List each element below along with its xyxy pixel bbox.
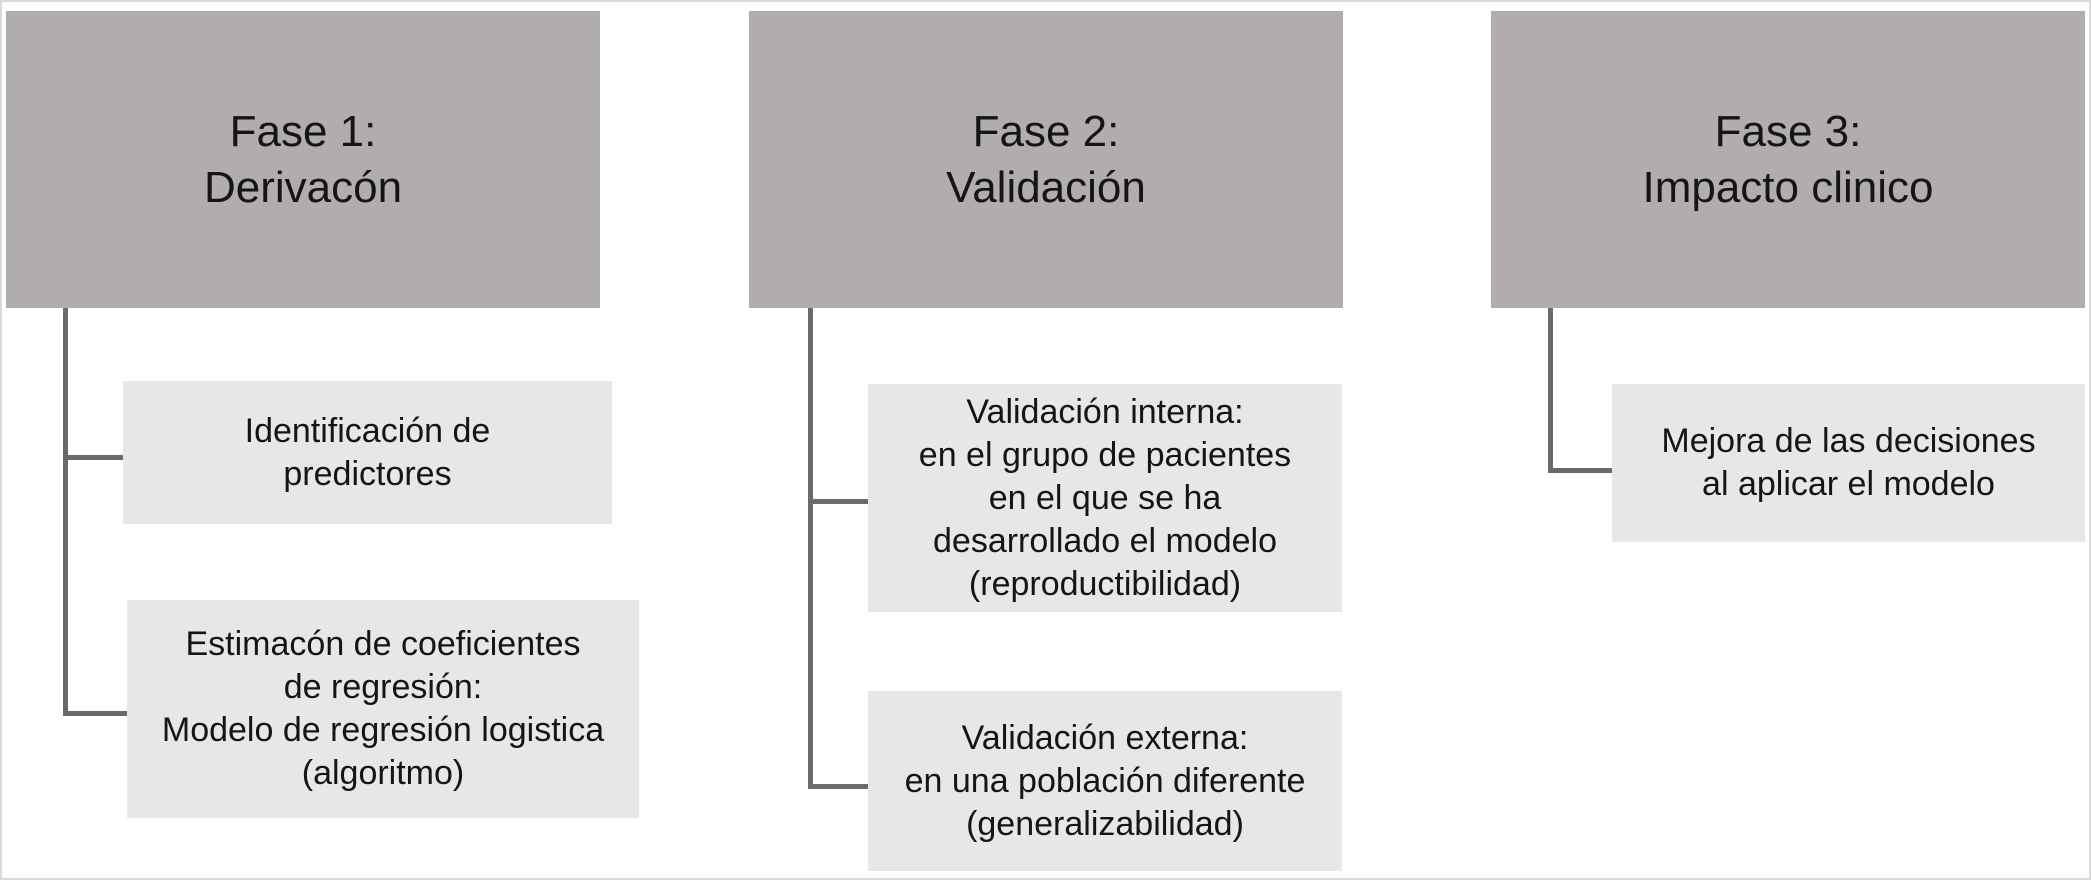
phase-1-connector-branch-1 bbox=[63, 455, 123, 460]
phase-1-header: Fase 1: Derivacón bbox=[6, 11, 600, 308]
phase-2-connector-trunk bbox=[808, 308, 813, 789]
item-text-line: en una población diferente bbox=[904, 761, 1306, 800]
phase-1-item-predictors: Identificación de predictores bbox=[123, 381, 612, 524]
phase-2-header: Fase 2: Validación bbox=[749, 11, 1343, 308]
item-text-line: en el grupo de pacientes bbox=[918, 435, 1292, 474]
item-text-line: (reproductibilidad) bbox=[968, 564, 1242, 603]
item-text-line: de regresión: bbox=[283, 668, 483, 706]
phase-3-number: Fase 3: bbox=[1714, 106, 1862, 156]
phase-2-title: Validación bbox=[946, 162, 1146, 212]
phase-3-title: Impacto clinico bbox=[1642, 162, 1934, 212]
phase-2-connector-branch-1 bbox=[808, 499, 868, 504]
item-text-line: predictores bbox=[283, 454, 452, 493]
item-text-line: en el que se ha bbox=[988, 478, 1222, 517]
item-text-line: Modelo de regresión logistica bbox=[161, 711, 605, 749]
phase-3-item-decisions: Mejora de las decisiones al aplicar el m… bbox=[1612, 384, 2085, 542]
item-text-line: al aplicar el modelo bbox=[1702, 465, 1995, 503]
phase-2-connector-branch-2 bbox=[808, 784, 868, 789]
phase-2-number: Fase 2: bbox=[972, 106, 1120, 156]
phase-1-connector-branch-2 bbox=[63, 711, 127, 716]
phase-1-title: Derivacón bbox=[203, 162, 403, 212]
phase-2-item-external-validation: Validación externa: en una población dif… bbox=[868, 691, 1342, 871]
phase-1-number: Fase 1: bbox=[229, 106, 377, 156]
item-text-line: desarrollado el modelo bbox=[933, 521, 1277, 560]
phase-3-connector-branch-1 bbox=[1548, 468, 1612, 473]
phase-3-header: Fase 3: Impacto clinico bbox=[1491, 11, 2085, 308]
phase-3-connector-trunk bbox=[1548, 308, 1553, 473]
item-text-line: Validación externa: bbox=[961, 718, 1249, 757]
phase-2-item-internal-validation: Validación interna: en el grupo de pacie… bbox=[868, 384, 1342, 612]
item-text-line: Validación interna: bbox=[966, 392, 1244, 431]
item-text-line: Estimacón de coeficientes bbox=[185, 625, 581, 663]
item-text-line: (generalizabilidad) bbox=[966, 804, 1244, 843]
item-text-line: Identificación de bbox=[244, 411, 491, 450]
item-text-line: (algoritmo) bbox=[301, 754, 465, 792]
phase-1-item-regression: Estimacón de coeficientes de regresión: … bbox=[127, 600, 639, 818]
phase-1-connector-trunk bbox=[63, 308, 68, 716]
item-text-line: Mejora de las decisiones bbox=[1661, 422, 2036, 460]
